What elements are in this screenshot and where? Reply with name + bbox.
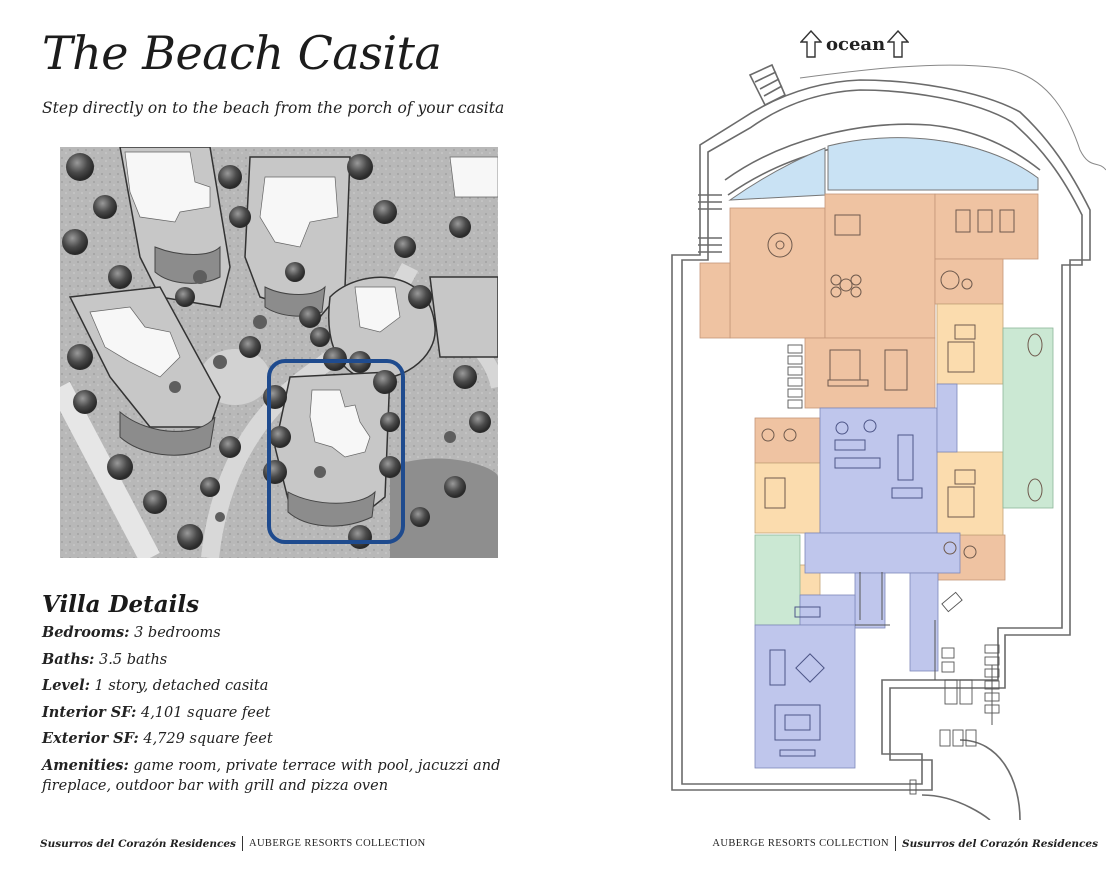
footer-left: Susurros del Corazón Residences AUBERGE … xyxy=(40,836,426,851)
aerial-site-illustration xyxy=(60,147,498,558)
footer-collection: AUBERGE RESORTS COLLECTION xyxy=(248,837,426,849)
footer-collection: AUBERGE RESORTS COLLECTION xyxy=(712,837,890,849)
detail-interior-sf: Interior SF: 4,101 square feet xyxy=(42,700,542,727)
villa-details: Villa Details Bedrooms: 3 bedrooms Baths… xyxy=(42,591,542,796)
detail-exterior-sf: Exterior SF: 4,729 square feet xyxy=(42,726,542,753)
page-subtitle: Step directly on to the beach from the p… xyxy=(42,99,505,117)
footer-divider xyxy=(241,836,243,851)
footer-brand: Susurros del Corazón Residences xyxy=(902,837,1098,850)
ocean-label: ocean xyxy=(826,33,886,55)
detail-value: 4,729 square feet xyxy=(143,731,273,748)
up-arrow-icon xyxy=(800,30,822,58)
detail-label: Level: xyxy=(42,677,90,695)
detail-amenities: Amenities: game room, private terrace wi… xyxy=(42,756,532,796)
ocean-orientation: ocean xyxy=(800,30,910,58)
detail-value: 4,101 square feet xyxy=(140,704,271,721)
footer-divider xyxy=(895,836,897,851)
footer-right: AUBERGE RESORTS COLLECTION Susurros del … xyxy=(712,836,1098,851)
detail-label: Amenities: xyxy=(42,756,129,774)
villa-details-heading: Villa Details xyxy=(42,591,200,618)
up-arrow-icon xyxy=(887,30,910,58)
detail-value: 1 story, detached casita xyxy=(94,678,269,695)
detail-bedrooms: Bedrooms: 3 bedrooms xyxy=(42,620,542,647)
aerial-site-photo xyxy=(60,147,498,558)
detail-value: game room, private terrace with pool, ja… xyxy=(42,757,501,794)
floor-plan xyxy=(660,60,1106,821)
detail-baths: Baths: 3.5 baths xyxy=(42,647,542,674)
detail-value: 3 bedrooms xyxy=(134,625,221,642)
footer-brand: Susurros del Corazón Residences xyxy=(40,837,236,850)
beach-casita-highlight xyxy=(267,359,405,544)
detail-label: Exterior SF: xyxy=(42,730,139,748)
floor-plan-drawing xyxy=(671,63,1106,821)
detail-label: Bedrooms: xyxy=(42,624,130,642)
detail-label: Baths: xyxy=(42,650,95,668)
detail-value: 3.5 baths xyxy=(99,651,168,668)
page-title: The Beach Casita xyxy=(42,26,442,80)
detail-level: Level: 1 story, detached casita xyxy=(42,673,542,700)
detail-label: Interior SF: xyxy=(42,703,137,721)
